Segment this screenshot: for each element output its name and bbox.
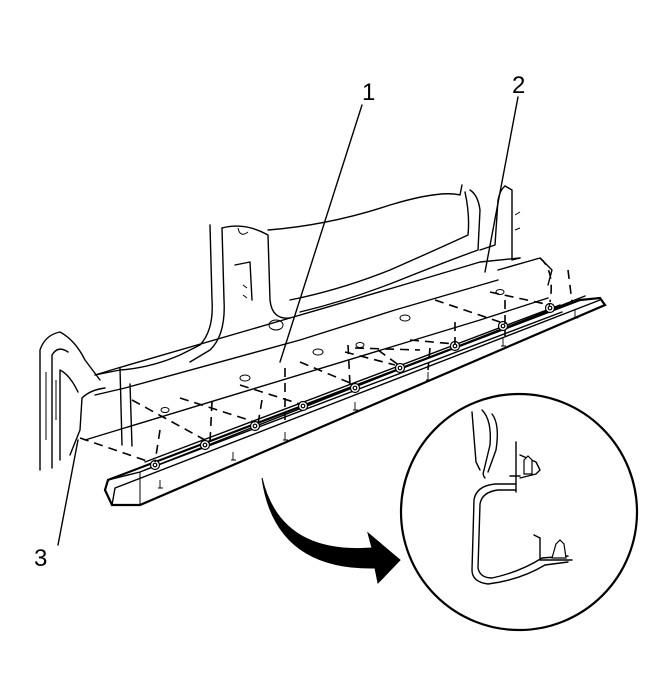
retainer-clip (544, 302, 556, 314)
callout-leaders (57, 96, 519, 546)
callout-2: 2 (512, 72, 525, 99)
detail-magnifier-circle (399, 392, 639, 632)
callout-3: 3 (34, 545, 47, 572)
detail-arrow (261, 477, 401, 585)
retainer-clip (349, 382, 361, 394)
retainer-clip (297, 400, 309, 412)
retainer-clip (394, 362, 406, 374)
retainer-clip (149, 459, 161, 471)
retainer-clip (249, 420, 261, 432)
retainer-clip (497, 320, 509, 332)
retainer-clip (199, 439, 211, 451)
alignment-dashed-lines (79, 257, 573, 463)
callout-1: 1 (362, 79, 375, 106)
